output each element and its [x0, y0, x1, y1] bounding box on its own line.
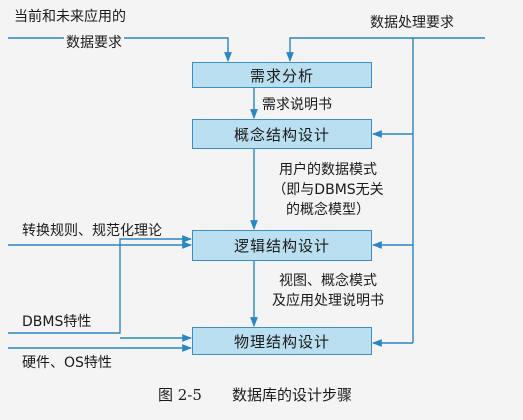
dbms-features-label: DBMS特性 [22, 314, 92, 330]
arrow-processing-requirements-path [412, 37, 485, 343]
arrow-processing-to-analysis [286, 37, 413, 62]
figure-number: 图 2-5 [158, 386, 202, 404]
processing-requirements-label: 数据处理要求 [370, 15, 454, 31]
user-data-model-label-line3: 的概念模型） [286, 202, 370, 218]
views-label-line2: 及应用处理说明书 [272, 293, 384, 309]
app-requirements-label-line2: 数据要求 [64, 34, 124, 52]
user-data-model-label-line1: 用户的数据模式 [279, 162, 377, 178]
figure-title: 数据库的设计步骤 [232, 386, 353, 404]
requirements-analysis-box: 需求分析 [192, 62, 372, 88]
conceptual-design-box: 概念结构设计 [192, 119, 372, 149]
user-data-model-label-line2: （即与DBMS无关 [272, 182, 384, 198]
arrow-dbms-path [8, 235, 192, 334]
physical-design-box: 物理结构设计 [192, 327, 372, 355]
logical-design-box: 逻辑结构设计 [192, 230, 372, 261]
app-requirements-label-line1: 当前和未来应用的 [14, 9, 126, 25]
views-label-line1: 视图、概念模式 [279, 273, 377, 289]
hardware-os-features-label: 硬件、OS特性 [22, 355, 112, 371]
requirements-spec-label: 需求说明书 [262, 97, 332, 113]
conversion-rules-label: 转换规则、规范化理论 [22, 223, 162, 239]
